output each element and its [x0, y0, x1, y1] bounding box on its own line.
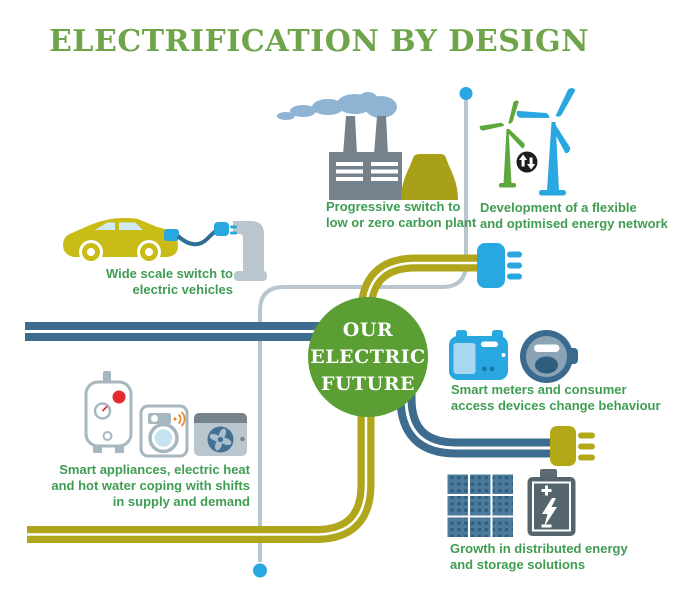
blue-plug-body [477, 243, 505, 288]
charging-cable-icon [176, 228, 219, 247]
station-arm [233, 221, 264, 271]
turbine-tower [503, 129, 512, 184]
station-plug [214, 222, 229, 236]
smoke-cloud [277, 92, 397, 120]
yellow-plug-body [550, 426, 576, 466]
station-base [234, 271, 267, 281]
turbine-base [499, 183, 516, 188]
water-heater-icon [84, 371, 133, 453]
battery-terminal [540, 469, 557, 479]
factory-windows [336, 162, 398, 181]
station-plug-prong [230, 231, 237, 235]
blue-plug-icon [477, 243, 522, 288]
factory-icon [277, 92, 402, 200]
node-dot-icon [253, 563, 267, 578]
cooling-tower-icon [401, 154, 458, 200]
charging-station-icon [214, 221, 267, 281]
up-down-arrows-icon [516, 151, 538, 173]
lightning-bolt-icon [541, 485, 557, 528]
blue-plug-prong [507, 273, 522, 280]
meter-screen [453, 343, 476, 374]
heater-light [112, 390, 126, 404]
utility-meter-icon [520, 330, 578, 383]
solar-panel-icon [447, 474, 513, 537]
smart-meter-icon [449, 330, 508, 380]
storage-battery-icon [527, 469, 576, 536]
hub [145, 248, 153, 256]
station-plug-prong [230, 225, 237, 229]
yellow-plug-prong [578, 454, 595, 461]
electric-car-icon [63, 217, 179, 264]
washing-machine-icon [139, 404, 189, 458]
car-window [95, 222, 115, 230]
blue-plug-prong [507, 262, 522, 269]
blue-plug-prong [507, 251, 522, 258]
charge-port [164, 229, 179, 241]
yellow-plug-prong [578, 443, 595, 450]
wifi-icon [173, 411, 186, 427]
wind-turbine-blue-icon [515, 86, 580, 196]
node-dot-icon [459, 87, 473, 100]
hub [87, 248, 95, 256]
center-circle [308, 297, 428, 417]
air-conditioner-icon [194, 413, 247, 456]
chimney [343, 116, 357, 155]
turbine-base [539, 190, 566, 196]
turbine-tower [547, 122, 559, 191]
factory-building [329, 152, 402, 200]
yellow-plug-prong [578, 432, 595, 439]
car-window [119, 222, 143, 230]
chimney [374, 116, 388, 155]
wind-turbine-green-icon [479, 99, 527, 188]
yellow-plug-icon [550, 426, 595, 466]
